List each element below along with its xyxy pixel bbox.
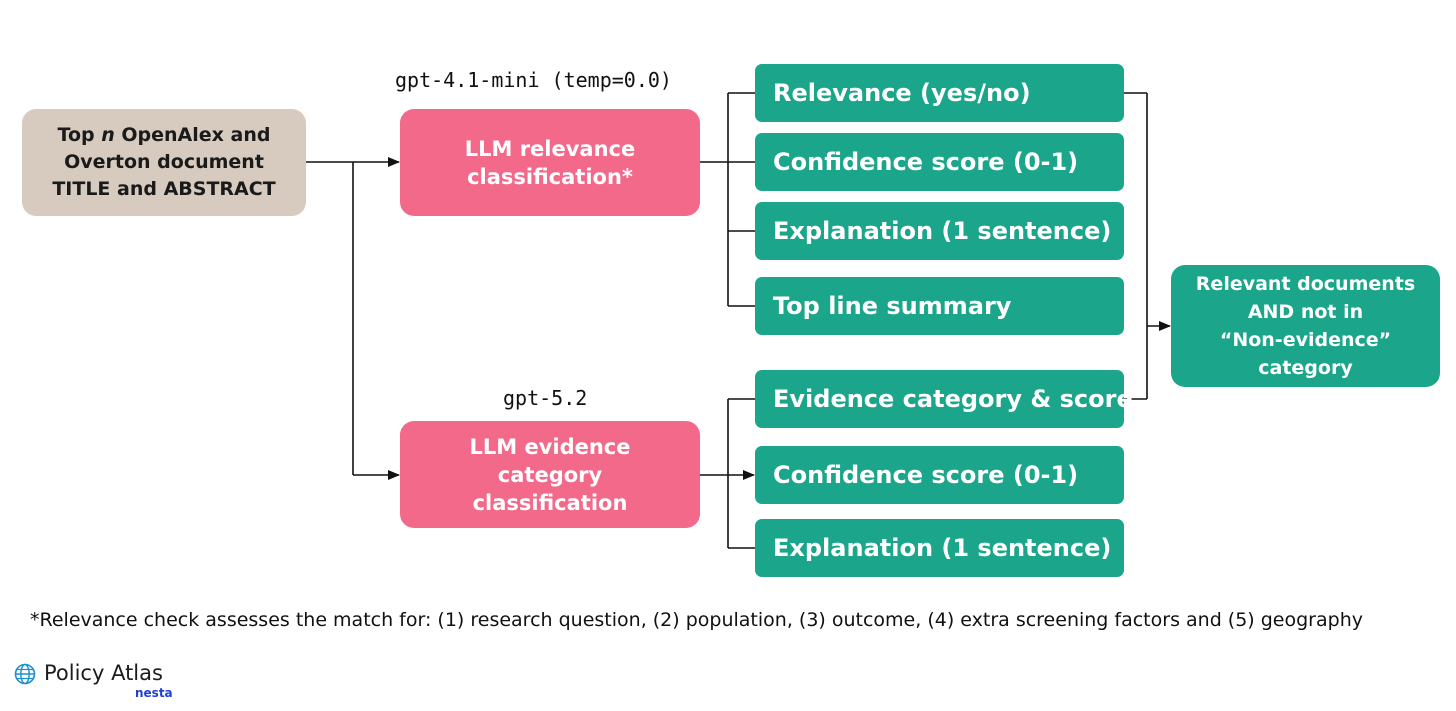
output-top-line-summary: Top line summary [755,277,1124,335]
output-relevance-explanation: Explanation (1 sentence) [755,202,1124,260]
output-relevance-confidence: Confidence score (0-1) [755,133,1124,191]
output-evidence-confidence: Confidence score (0-1) [755,446,1124,504]
llm-evidence-label: LLM evidence category classification [469,434,631,515]
source-documents-text: Top n OpenAlex and Overton document TITL… [52,124,276,200]
logo-subtitle: nesta [135,686,173,700]
output-evidence-explanation: Explanation (1 sentence) [755,519,1124,577]
output-evidence-category: Evidence category & score [755,370,1133,428]
llm-relevance-box: LLM relevance classification* [400,109,700,216]
llm-evidence-box: LLM evidence category classification [400,421,700,528]
relevance-model-label: gpt-4.1-mini (temp=0.0) [395,68,672,92]
evidence-model-label: gpt-5.2 [503,386,588,410]
logo-name: Policy Atlas [44,661,163,685]
footnote: *Relevance check assesses the match for:… [30,609,1363,631]
globe-icon [14,663,36,685]
llm-relevance-label: LLM relevance classification* [464,136,636,189]
final-relevant-documents-text: Relevant documents AND not in “Non-evide… [1195,273,1416,379]
output-relevance-yesno: Relevance (yes/no) [755,64,1124,122]
source-documents-box: Top n OpenAlex and Overton document TITL… [22,109,306,216]
final-relevant-documents-box: Relevant documents AND not in “Non-evide… [1171,265,1440,387]
